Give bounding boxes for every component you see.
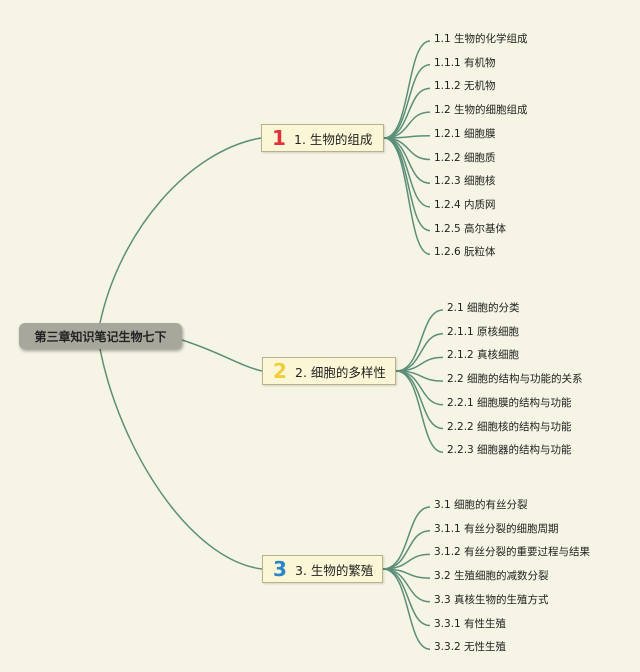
branch-1-topic[interactable]: 1 1. 生物的组成: [261, 124, 384, 152]
leaf-topic[interactable]: 2.2 细胞的结构与功能的关系: [447, 373, 583, 386]
leaf-topic[interactable]: 1.1.1 有机物: [434, 56, 496, 69]
root-topic-label: 第三章知识笔记生物七下: [34, 329, 167, 344]
connector-branch-1-leaf-2: [383, 63, 431, 139]
leaf-topic[interactable]: 1.1 生物的化学组成: [434, 33, 528, 45]
branch-1-label: 1. 生物的组成: [294, 131, 373, 147]
branch-3-topic[interactable]: 3 3. 生物的繁殖: [262, 555, 383, 583]
leaf-topic[interactable]: 2.1.1 原核细胞: [447, 325, 520, 338]
branch-2-label: 2. 细胞的多样性: [295, 364, 386, 380]
connector-branch-1-leaf-10: [383, 137, 431, 256]
number-3-icon: 3: [273, 557, 287, 581]
connector-branch-1-leaf-3: [383, 87, 431, 139]
connector-branch-1-leaf-1: [383, 40, 431, 139]
leaf-topic[interactable]: 3.1 细胞的有丝分裂: [434, 499, 528, 511]
connector-branch-2-leaf-1: [395, 309, 444, 372]
leaf-topic[interactable]: 1.1.2 无机物: [434, 80, 496, 93]
branch-3-label: 3. 生物的繁殖: [295, 562, 374, 578]
connector-branch-2-leaf-7: [395, 370, 444, 453]
leaf-topic[interactable]: 1.2.5 高尔基体: [434, 222, 507, 235]
root-topic[interactable]: 第三章知识笔记生物七下: [19, 323, 182, 349]
leaf-topic[interactable]: 3.3.1 有性生殖: [434, 617, 507, 630]
connector-branch-1-leaf-9: [383, 137, 431, 232]
leaf-topic[interactable]: 3.3.2 无性生殖: [434, 641, 507, 654]
leaf-topic[interactable]: 3.1.1 有丝分裂的细胞周期: [434, 522, 559, 535]
leaf-topic[interactable]: 2.2.2 细胞核的结构与功能: [447, 420, 572, 433]
leaf-topic[interactable]: 1.2.3 细胞核: [434, 175, 496, 188]
connector-branch-3-leaf-7: [382, 568, 431, 650]
connector-branch-3-leaf-5: [382, 568, 431, 603]
leaf-topic[interactable]: 1.2 生物的细胞组成: [434, 104, 528, 117]
leaf-topic[interactable]: 3.1.2 有丝分裂的重要过程与结果: [434, 546, 591, 559]
number-1-icon: 1: [272, 126, 286, 150]
connector-root-branch-3: [99, 348, 263, 570]
leaf-topic[interactable]: 2.1 细胞的分类: [447, 302, 520, 314]
leaf-topic[interactable]: 3.3 真核生物的生殖方式: [434, 593, 549, 606]
number-2-icon: 2: [273, 359, 287, 383]
leaf-topic[interactable]: 1.2.4 内质网: [434, 198, 496, 211]
leaf-topic[interactable]: 1.2.1 细胞膜: [434, 127, 496, 140]
connector-root-branch-2: [181, 339, 263, 372]
branch-2-topic[interactable]: 2 2. 细胞的多样性: [262, 357, 396, 385]
connector-branch-2-leaf-6: [395, 370, 444, 430]
leaf-topic[interactable]: 1.2.2 细胞质: [434, 151, 496, 164]
connector-branch-3-leaf-1: [382, 506, 431, 570]
leaf-topic[interactable]: 3.2 生殖细胞的减数分裂: [434, 570, 549, 583]
leaf-topic[interactable]: 1.2.6 朊粒体: [434, 246, 496, 259]
leaf-topic[interactable]: 2.1.2 真核细胞: [447, 349, 520, 362]
leaf-topic[interactable]: 2.2.1 细胞膜的结构与功能: [447, 396, 572, 409]
leaf-topic[interactable]: 2.2.3 细胞器的结构与功能: [447, 444, 572, 457]
connector-root-branch-1: [99, 137, 262, 324]
